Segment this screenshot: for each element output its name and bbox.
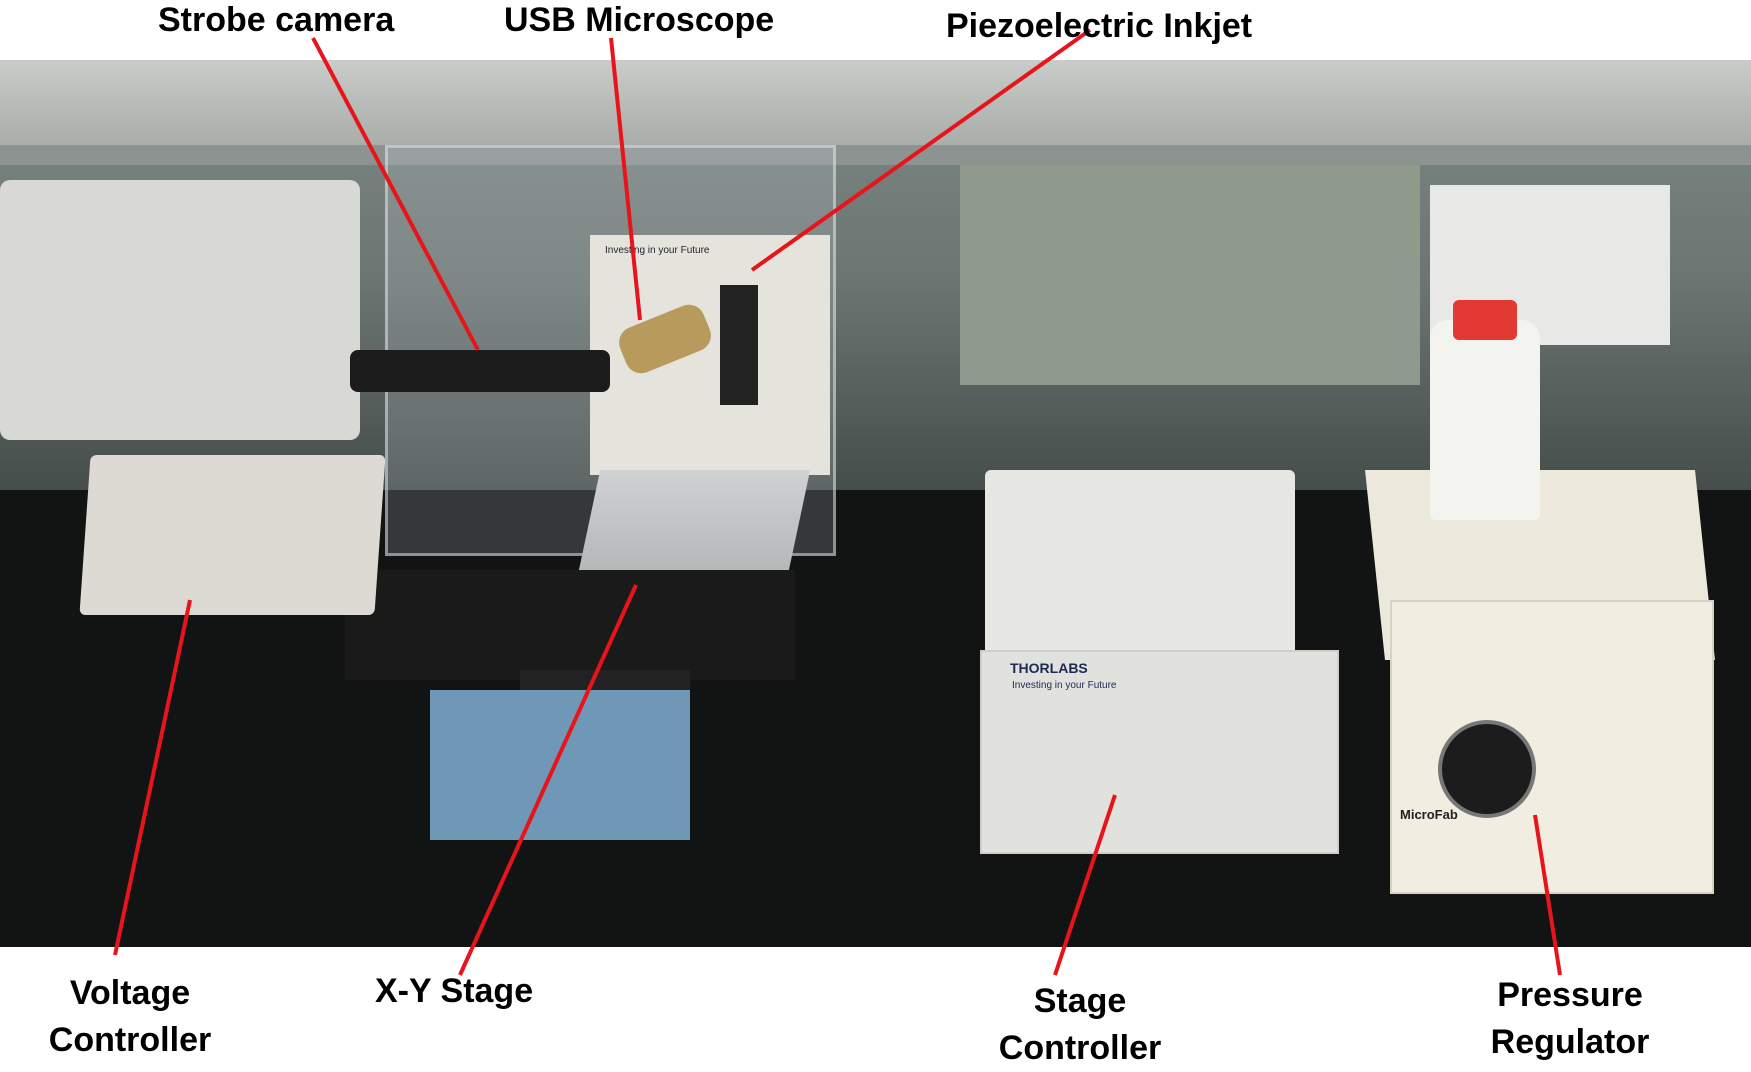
xy-stage-base xyxy=(345,570,795,680)
label-stage-controller-line1: Stage xyxy=(1033,982,1127,1020)
left-equipment xyxy=(0,180,360,440)
stage-controller-front xyxy=(980,650,1339,854)
label-stage-controller-line2: Controller xyxy=(998,1028,1162,1067)
stage-controller-sticker-text: Investing in your Future xyxy=(1012,680,1117,691)
label-stage-controller: Stage Controller xyxy=(985,978,1175,1072)
backplate-sticker-text: Investing in your Future xyxy=(605,245,710,256)
bottle-cap xyxy=(1453,300,1517,340)
lab-photo: Investing in your Future THORLABS Invest… xyxy=(0,60,1751,947)
upper-shelf xyxy=(0,60,1751,145)
pressure-dial xyxy=(1438,720,1536,818)
lab-jack xyxy=(430,690,690,840)
voltage-controller-box xyxy=(79,455,386,615)
inkjet-head xyxy=(720,285,758,405)
label-piezoelectric-inkjet: Piezoelectric Inkjet xyxy=(946,7,1253,45)
pressure-regulator-front xyxy=(1390,600,1714,894)
label-voltage-controller-line2: Controller xyxy=(48,1020,212,1059)
label-xy-stage: X-Y Stage xyxy=(375,972,534,1010)
white-bottle xyxy=(1430,320,1540,520)
strobe-camera-body xyxy=(350,350,610,392)
label-voltage-controller: Voltage Controller xyxy=(35,970,225,1064)
back-wall xyxy=(960,165,1420,385)
shelf-edge xyxy=(0,145,1751,165)
label-pressure-regulator: Pressure Regulator xyxy=(1470,972,1670,1066)
label-usb-microscope: USB Microscope xyxy=(504,1,775,39)
label-strobe-camera: Strobe camera xyxy=(158,1,395,39)
stage-controller-brand: THORLABS xyxy=(1010,660,1088,676)
pressure-regulator-brand: MicroFab xyxy=(1400,807,1458,822)
label-voltage-controller-line1: Voltage xyxy=(69,974,191,1012)
label-pressure-regulator-line2: Regulator xyxy=(1490,1022,1650,1061)
label-pressure-regulator-line1: Pressure xyxy=(1497,976,1643,1014)
